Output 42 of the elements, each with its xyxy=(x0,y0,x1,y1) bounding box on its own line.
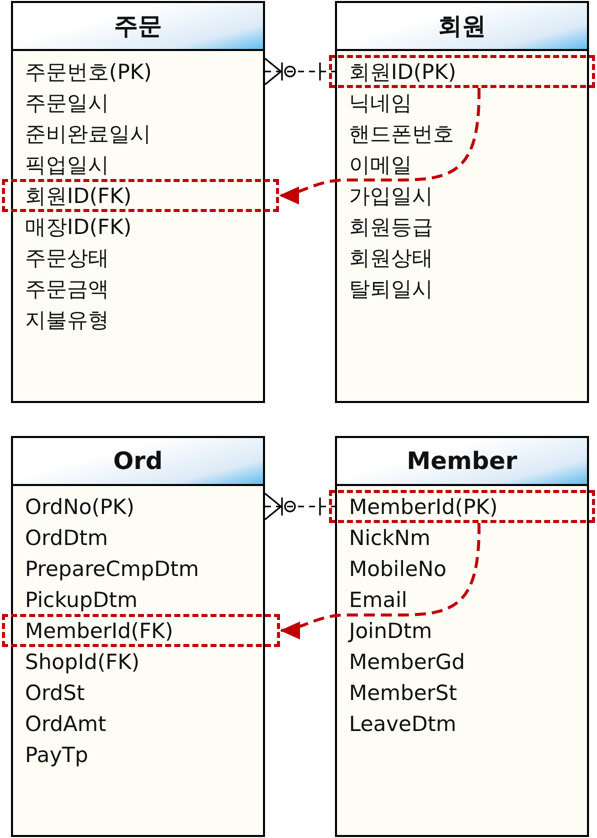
highlight-box: MemberId(PK) xyxy=(329,490,595,523)
attribute-name: LeaveDtm xyxy=(349,712,456,736)
attribute-name: OrdSt xyxy=(25,680,85,704)
attribute-name: 핸드폰번호 xyxy=(349,122,454,146)
table-header: 주문 xyxy=(13,3,263,51)
attribute-name: JoinDtm xyxy=(349,618,432,642)
attribute-name: Email xyxy=(349,588,408,612)
attribute-name: 탈퇴일시 xyxy=(349,276,433,300)
attribute-name: 이메일 xyxy=(349,152,412,176)
attribute-name: 회원상태 xyxy=(349,246,433,270)
attribute-name: OrdNo(PK) xyxy=(25,494,135,518)
attribute-name: 회원등급 xyxy=(349,214,433,238)
attribute-name: 픽업일시 xyxy=(25,152,109,176)
attribute-name: PayTp xyxy=(25,742,88,766)
attribute-name: MemberGd xyxy=(349,650,465,674)
attribute-name: MemberSt xyxy=(349,680,457,704)
table-header: Member xyxy=(337,438,587,486)
attribute-name: 주문금액 xyxy=(25,276,109,300)
relationship-line xyxy=(264,492,335,520)
attribute-name: 주문일시 xyxy=(25,90,109,114)
attribute-name: NickNm xyxy=(349,526,430,550)
attribute-name: PrepareCmpDtm xyxy=(25,556,199,580)
highlight-box: 회원ID(PK) xyxy=(329,55,595,88)
attribute-name: OrdDtm xyxy=(25,526,108,550)
highlight-box: MemberId(FK) xyxy=(2,614,280,647)
attribute-name: 준비완료일시 xyxy=(25,122,151,146)
table-header: 회원 xyxy=(337,3,587,51)
attribute-name: 매장ID(FK) xyxy=(25,214,132,238)
attribute-name: 가입일시 xyxy=(349,184,433,208)
attribute-name: 닉네임 xyxy=(349,90,412,114)
attribute-name: 주문번호(PK) xyxy=(25,60,152,84)
attribute-name: ShopId(FK) xyxy=(25,650,140,674)
reference-arrow xyxy=(278,88,480,204)
highlight-box: 회원ID(FK) xyxy=(2,179,279,212)
reference-arrow xyxy=(280,522,480,638)
attribute-name: 지불유형 xyxy=(25,308,109,332)
attribute-name: MobileNo xyxy=(349,556,446,580)
attribute-name: 주문상태 xyxy=(25,246,109,270)
attribute-name: PickupDtm xyxy=(25,588,138,612)
attribute-name: OrdAmt xyxy=(25,712,106,736)
relationship-line xyxy=(264,58,335,86)
table-header: Ord xyxy=(13,438,263,486)
